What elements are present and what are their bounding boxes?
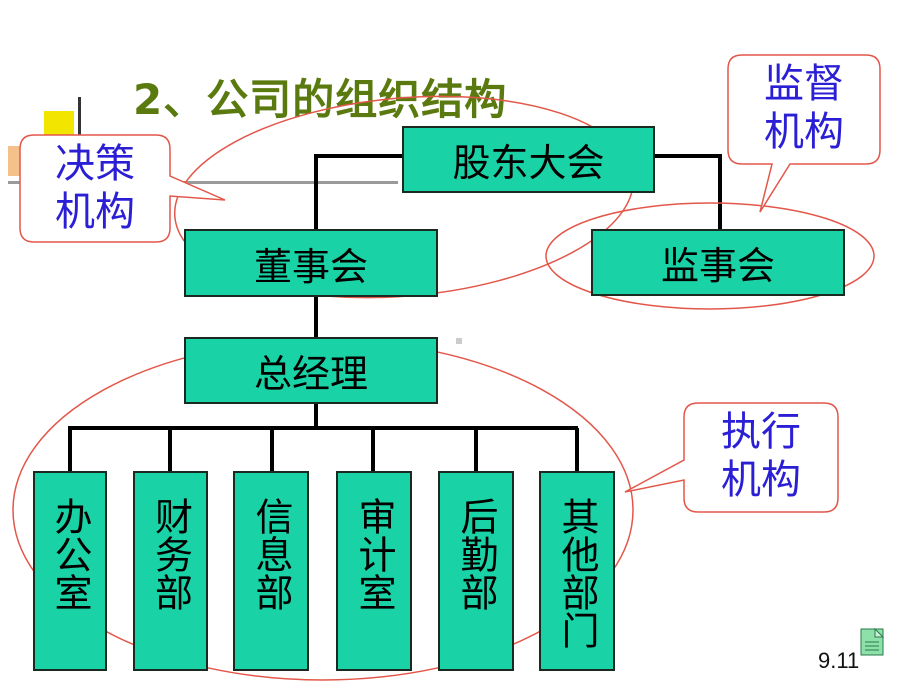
callout-execution-text: 执行 机构 [721, 409, 801, 503]
page-document-icon [860, 628, 884, 656]
callout-execution-bubble [624, 402, 839, 513]
page-number: 9.11 [818, 648, 860, 673]
department-finance: 财务部 [133, 471, 208, 671]
callout-supervision-bubble [727, 54, 881, 213]
connector-shareholders-supervisory [655, 154, 722, 230]
department-others: 其他部门 [539, 471, 615, 671]
slide-title: 2、公司的组织结构 [133, 75, 508, 124]
decorative-dot [456, 338, 462, 344]
department-office: 办公室 [33, 471, 107, 671]
department-information: 信息部 [233, 471, 309, 671]
callout-supervision-text: 监督 机构 [764, 61, 844, 155]
ellipse-supervision [545, 202, 875, 310]
connector-shareholders-board [314, 154, 402, 230]
node-shareholders-meeting: 股东大会 [402, 126, 655, 193]
callout-decision-bubble [19, 134, 226, 243]
department-logistics: 后勤部 [438, 471, 514, 671]
node-supervisory-board: 监事会 [591, 229, 845, 296]
node-board-of-directors: 董事会 [184, 229, 438, 297]
node-general-manager: 总经理 [184, 337, 438, 404]
callout-decision-text: 决策 机构 [55, 141, 135, 235]
decorative-horizontal-line [8, 181, 398, 184]
department-audit: 审计室 [336, 471, 412, 671]
